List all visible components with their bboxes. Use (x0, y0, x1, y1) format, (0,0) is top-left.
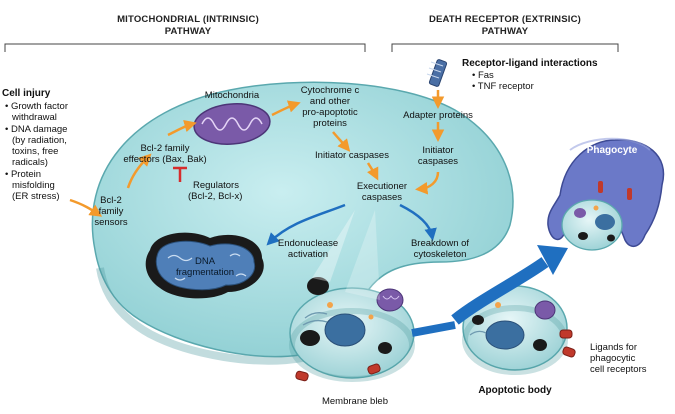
injury-item-1-line2: withdrawal (11, 112, 57, 123)
mitochondria-label: Mitochondria (205, 90, 260, 101)
regulators-line1: Regulators (193, 180, 239, 191)
bcl2-effectors-line2: effectors (Bax, Bak) (123, 154, 206, 165)
engulf-arrowhead (537, 245, 568, 275)
phagocyte-receptor (627, 188, 632, 200)
executioner-line1: Executioner (357, 181, 407, 192)
bleb-to-body-arrow (411, 321, 456, 337)
mitochondria-organelle (193, 103, 271, 145)
initiator-left-label: Initiator caspases (315, 150, 389, 161)
regulator-inhibition (173, 166, 187, 182)
light-ray (312, 210, 355, 282)
cytochrome-line3: pro-apoptotic (302, 107, 358, 118)
phagocyte-cell (547, 137, 665, 251)
orange-pathway-arrows (69, 90, 445, 217)
bcl2-sensors-line3: sensors (94, 217, 128, 228)
phagocyte-receptor (598, 181, 603, 193)
ligands-line1: Ligands for (590, 342, 637, 353)
bcl2-sensors-line2: family (99, 206, 124, 217)
cytochrome-line2: and other (310, 96, 350, 107)
injury-item-1-line1: • Growth factor (5, 101, 68, 112)
engulf-arrow (451, 257, 549, 325)
membrane-bleb-label: Membrane bleb (322, 396, 388, 407)
death-receptor (426, 59, 448, 87)
dna-frag-line2: fragmentation (176, 267, 234, 278)
cell-injury-title: Cell injury (2, 88, 51, 99)
intrinsic-header-line2: PATHWAY (165, 26, 212, 37)
cytochrome-line1: Cytochrome c (301, 85, 360, 96)
breakdown-line2: cytoskeleton (414, 249, 467, 260)
ligand-marker (367, 363, 381, 375)
extrinsic-bracket (391, 43, 619, 52)
injury-item-2-line3: toxins, free (12, 146, 58, 157)
injury-item-3-line2: misfolding (12, 180, 55, 191)
cytochrome-line4: proteins (313, 118, 347, 129)
breakdown-line1: Breakdown of (411, 238, 469, 249)
intrinsic-header-line1: MITOCHONDRIAL (INTRINSIC) (117, 14, 259, 25)
dna-fragmentation-nucleus (145, 232, 264, 299)
endonuclease-line2: activation (288, 249, 328, 260)
membrane-bleb-cell (289, 287, 415, 382)
blue-pathway-arrows (266, 203, 437, 246)
endonuclease-line1: Endonuclease (278, 238, 338, 249)
ligand-marker (562, 346, 576, 358)
apoptotic-body-label: Apoptotic body (478, 385, 552, 396)
bcl2-effectors-line1: Bcl-2 family (140, 143, 189, 154)
injury-item-3-line3: (ER stress) (12, 191, 60, 202)
injury-item-3-line1: • Protein (5, 169, 41, 180)
initiator-right-line2: caspases (418, 156, 458, 167)
extrinsic-header-line1: DEATH RECEPTOR (EXTRINSIC) (429, 14, 581, 25)
receptor-item-tnf: • TNF receptor (472, 81, 534, 92)
adapter-proteins-label: Adapter proteins (403, 110, 473, 121)
injury-item-2-line1: • DNA damage (5, 124, 67, 135)
injury-item-2-line4: radicals) (12, 157, 48, 168)
bcl2-sensors-line1: Bcl-2 (100, 195, 122, 206)
receptor-item-fas: • Fas (472, 70, 494, 81)
bleb-dark-body (307, 277, 329, 295)
ligands-line2: phagocytic (590, 353, 636, 364)
ligands-line3: cell receptors (590, 364, 647, 375)
extrinsic-header-line2: PATHWAY (482, 26, 529, 37)
injury-item-2-line2: (by radiation, (12, 135, 67, 146)
ligand-marker (559, 329, 573, 339)
light-ray (345, 210, 380, 300)
initiator-right-line1: Initiator (422, 145, 453, 156)
phagocyte-label: Phagocyte (587, 145, 638, 156)
executioner-line2: caspases (362, 192, 402, 203)
ligand-marker (295, 370, 309, 382)
dna-frag-line1: DNA (195, 256, 216, 267)
regulators-line2: (Bcl-2, Bcl-x) (188, 191, 242, 202)
intrinsic-bracket (4, 43, 366, 52)
receptor-title: Receptor-ligand interactions (462, 58, 598, 69)
